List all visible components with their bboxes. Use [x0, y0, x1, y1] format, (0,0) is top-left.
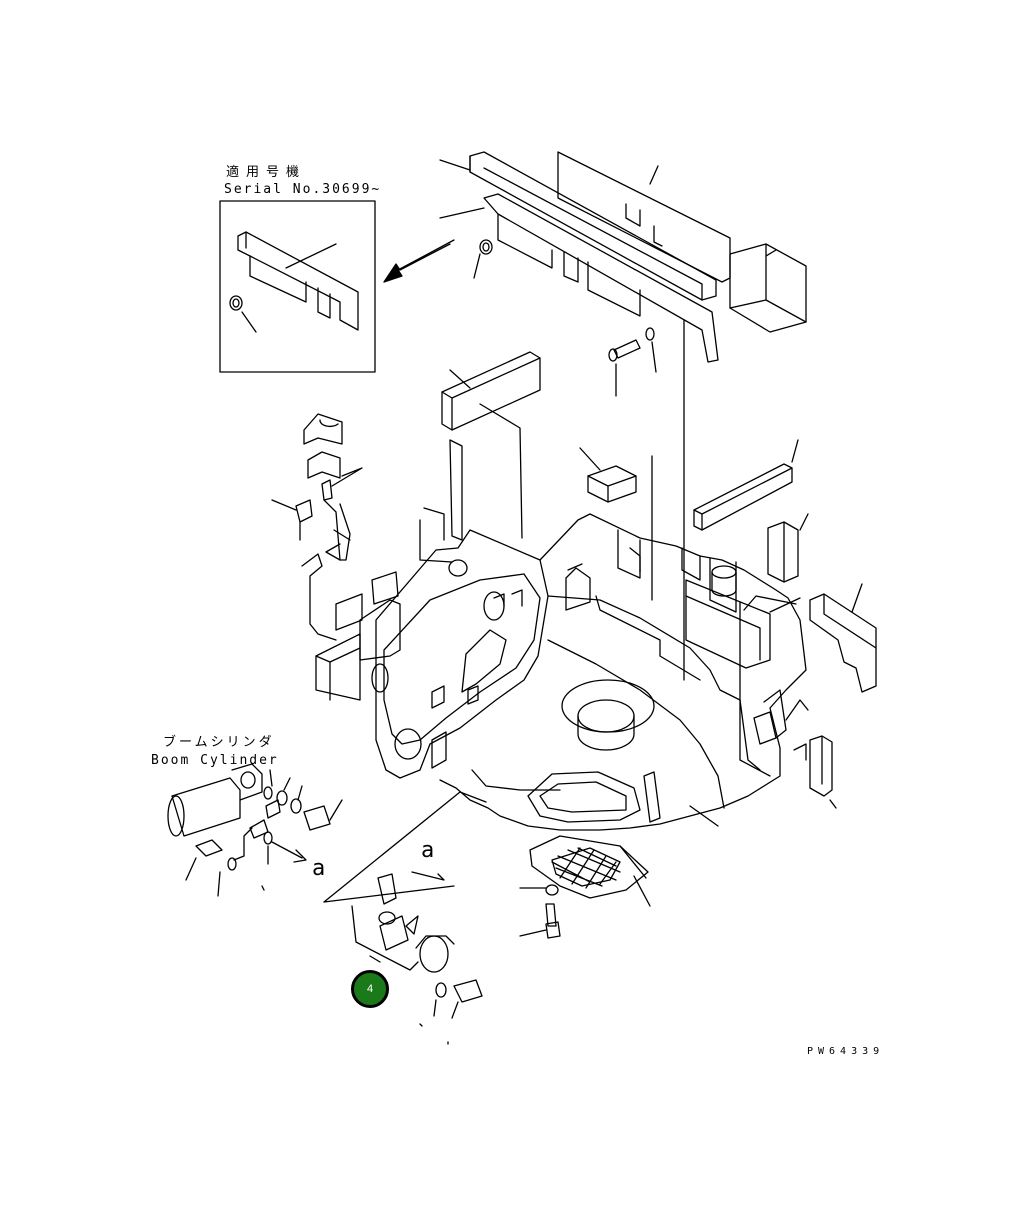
gate-bracket	[301, 413, 363, 641]
part-callout-4[interactable]: 4	[351, 970, 389, 1008]
left-pad	[441, 351, 541, 431]
boom-cylinder-label-en: Boom Cylinder	[151, 753, 279, 768]
top-bolt	[613, 339, 641, 359]
mesh-cover	[529, 835, 651, 907]
small-block	[587, 465, 637, 503]
side-block-right	[729, 243, 807, 333]
serial-inset-box	[219, 200, 376, 373]
bottom-cover	[351, 873, 483, 1045]
pin-washers	[185, 769, 343, 897]
upper-rails	[439, 151, 719, 363]
inset-bracket	[237, 231, 359, 331]
inset-ring	[229, 295, 243, 311]
mesh-washer	[545, 884, 559, 896]
boom-cylinder-label-jp: ブームシリンダ	[163, 735, 275, 750]
serial-number-label: Serial No.30699~	[224, 182, 382, 197]
top-plate	[557, 151, 731, 283]
view-mark-a-left: a	[312, 856, 326, 881]
view-a-lines	[323, 791, 487, 903]
boom-cylinder-part	[167, 763, 263, 837]
serial-inset-title: 適用号機	[226, 165, 307, 180]
callout-number: 4	[366, 983, 374, 995]
drawing-number: PW64339	[807, 1046, 885, 1057]
right-pad	[693, 463, 793, 531]
revolving-frame	[315, 439, 809, 831]
view-mark-a-right: a	[421, 838, 435, 863]
left-bolt	[295, 499, 313, 523]
